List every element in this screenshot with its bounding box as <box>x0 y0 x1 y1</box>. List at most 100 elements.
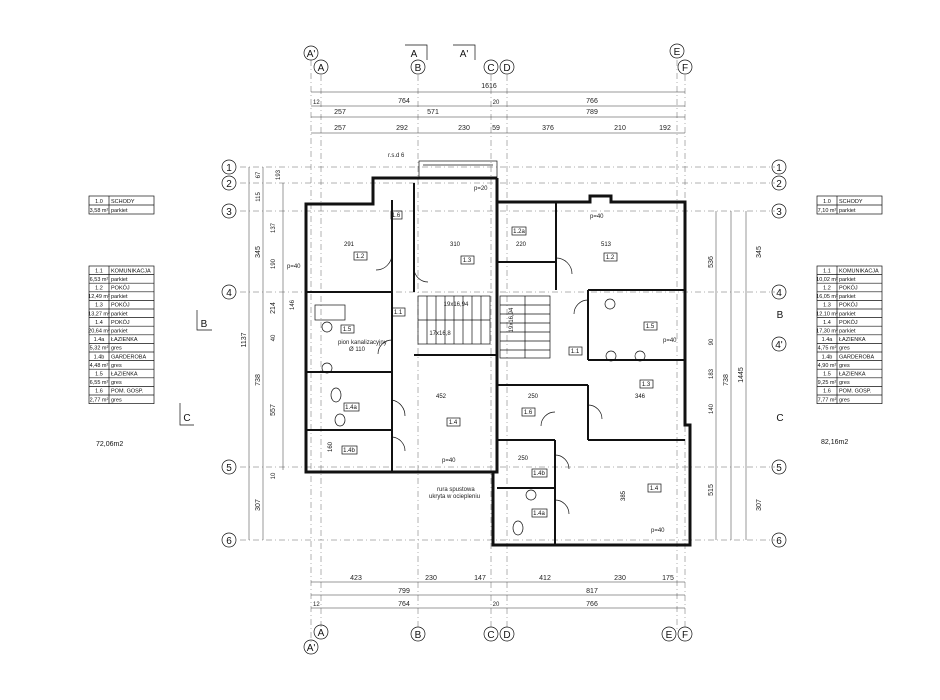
dim-bottom-r3-2: 20 <box>493 602 500 608</box>
room-number: 1.6 <box>524 410 533 416</box>
row-label-5-left: 5 <box>226 463 232 474</box>
table-cell: 9,25 m² <box>818 380 837 386</box>
table-cell: 1.4 <box>95 320 103 326</box>
rooms-left: 1.2 291 1.3 310 1.5 1.1 1.4 452 1.4a 1.4… <box>328 210 475 455</box>
table-cell: 1.0 <box>823 199 831 205</box>
room-number: 1.2 <box>606 255 615 261</box>
table-cell: gres <box>839 397 850 403</box>
table-cell: parkiet <box>839 208 856 214</box>
dim-bottom-r3-1: 764 <box>398 601 410 608</box>
section-mark-c-left: C <box>183 413 190 424</box>
row-label-2-right: 2 <box>776 179 782 190</box>
table-cell: 4,90 m² <box>818 363 837 369</box>
room-dimension: 291 <box>344 242 355 248</box>
dim-top-r4-5: 210 <box>614 125 626 132</box>
walls <box>304 160 692 547</box>
table-cell: 1.5 <box>823 372 831 378</box>
room-number: 1.1 <box>571 349 580 355</box>
annotations: 19x16,94 17x16,8 19x16,94 pion kanalizac… <box>287 153 677 534</box>
table-cell: parkiet <box>839 277 856 283</box>
table-cell: gres <box>839 363 850 369</box>
table-cell: parkiet <box>839 294 856 300</box>
table-cell: POKÓJ <box>839 302 858 309</box>
room-dimension: 160 <box>328 441 334 452</box>
table-cell: parkiet <box>839 329 856 335</box>
stairs <box>417 295 551 359</box>
table-cell: parkiet <box>111 208 128 214</box>
table-cell: 1.3 <box>95 303 103 309</box>
row-labels-right: 1 2 3 4 4' 5 6 <box>771 159 787 548</box>
section-mark-a-prime-top: A' <box>460 49 469 60</box>
dim-left-a-7: 10 <box>271 472 277 479</box>
stairs-note-right: 19x16,94 <box>509 307 515 332</box>
table-cell: 6,53 m² <box>90 277 109 283</box>
table-cell: SCHODY <box>111 199 135 205</box>
rura-note-1: rura spustowa <box>437 487 475 493</box>
table-cell: 1.2 <box>823 286 831 292</box>
dim-left-a-2: 345 <box>255 246 262 258</box>
table-cell: parkiet <box>839 311 856 317</box>
room-dimension: 250 <box>528 394 539 400</box>
table-cell: 12,10 m² <box>816 311 838 317</box>
dim-top-r2-1: 764 <box>398 98 410 105</box>
dim-bottom-r3-3: 766 <box>586 601 598 608</box>
dim-top-r2-3: 766 <box>586 98 598 105</box>
axis-label-c-top: C <box>487 63 494 74</box>
table-cell: SCHODY <box>839 199 863 205</box>
table-cell: POM. GOSP. <box>839 389 872 395</box>
table-cell: 1.3 <box>823 303 831 309</box>
dim-right-a-5: 738 <box>723 374 730 386</box>
rura-note-2: ukryta w ociepleniu <box>429 494 480 500</box>
toilet-icon <box>330 387 342 403</box>
dim-bottom-r1-0: 423 <box>350 575 362 582</box>
axis-label-f-top: F <box>682 63 688 74</box>
row-label-2-left: 2 <box>226 179 232 190</box>
table-cell: 13,27 m² <box>88 311 110 317</box>
dim-left-b-2: 190 <box>271 258 277 269</box>
dim-left-total: 1137 <box>241 332 248 347</box>
bottom-dimensions: 423 230 147 412 230 175 799 817 12 764 2… <box>311 575 685 609</box>
dim-left-b-3: 146 <box>290 299 296 310</box>
dim-bottom-r2-0: 799 <box>398 588 410 595</box>
toilet-icon <box>512 520 524 536</box>
room-dimension: 346 <box>635 394 646 400</box>
table-cell: gres <box>111 346 122 352</box>
dim-bottom-r3-0: 12 <box>313 602 320 608</box>
table-cell: 12,49 m² <box>88 294 110 300</box>
table-cell: 7,77 m² <box>818 397 837 403</box>
parapet-note: p=20 <box>474 186 488 192</box>
room-number: 1.5 <box>646 324 655 330</box>
row-label-1-left: 1 <box>226 163 232 174</box>
row-label-6-left: 6 <box>226 536 232 547</box>
dim-bottom-r1-3: 412 <box>539 575 551 582</box>
axis-label-a-prime-top: A' <box>307 49 316 60</box>
dim-left-a-8: 307 <box>255 499 262 511</box>
room-number: 1.4b <box>533 471 545 477</box>
stairs-note-left: 19x16,94 <box>444 302 469 308</box>
table-cell: POKÓJ <box>111 302 130 309</box>
axis-label-d-bottom: D <box>503 630 510 641</box>
table-cell: ŁAZIENKA <box>839 372 866 378</box>
top-dimensions: 1616 12 764 20 766 257 571 789 257 292 2… <box>311 83 685 134</box>
room-dimension: 385 <box>621 490 627 501</box>
table-cell: POKÓJ <box>839 319 858 326</box>
dim-left-a-4: 40 <box>271 334 277 341</box>
table-cell: 1.1 <box>823 268 831 274</box>
table-cell: POM. GOSP. <box>111 389 144 395</box>
bathtub-icon <box>314 304 346 321</box>
axis-label-e-bottom: E <box>666 630 673 641</box>
dim-right-a-2: 90 <box>709 338 715 345</box>
table-cell: parkiet <box>111 311 128 317</box>
room-number: 1.2 <box>356 254 365 260</box>
table-cell: 16,05 m² <box>816 294 838 300</box>
table-cell: 10,02 m² <box>816 277 838 283</box>
table-cell: ŁAZIENKA <box>839 337 866 343</box>
table-cell: KOMUNIKACJA <box>839 268 879 274</box>
stairs-note-left-2: 17x16,8 <box>429 331 451 337</box>
parapet-note: p=40 <box>651 528 665 534</box>
axis-label-a-top: A <box>318 63 325 74</box>
row-labels-left: 1 2 3 4 5 6 <box>221 159 237 548</box>
